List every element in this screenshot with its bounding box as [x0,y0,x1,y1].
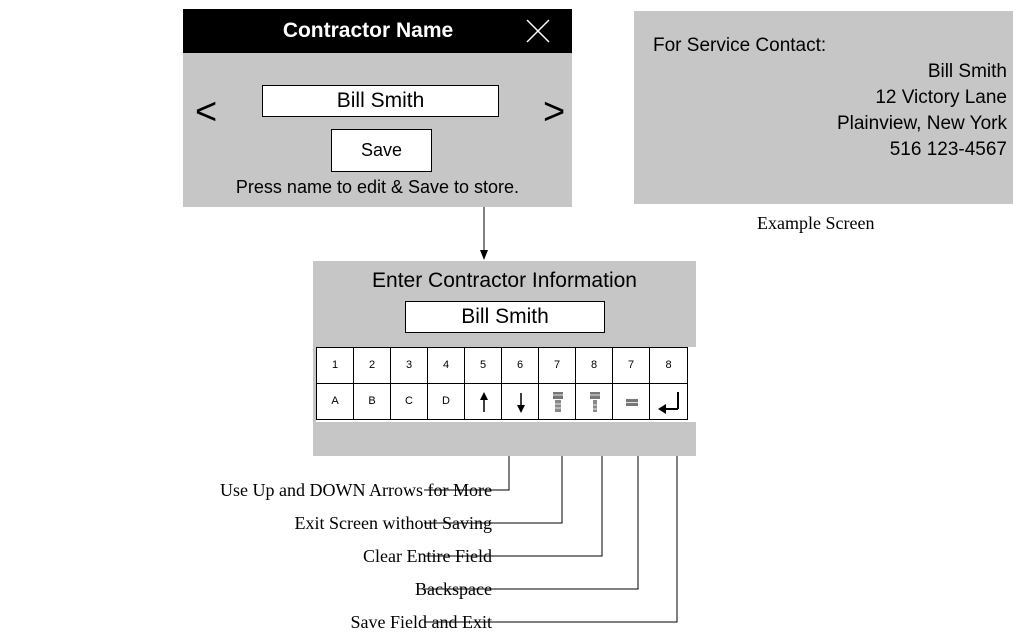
key-4[interactable]: 4 [427,347,465,384]
info-panel-title: Enter Contractor Information [372,269,637,292]
connector-arrowhead [480,250,488,260]
service-contact-panel: For Service Contact: Bill Smith 12 Victo… [634,11,1013,204]
contractor-name-panel: Contractor Name < Bill Smith > Save Pres… [183,9,572,207]
panel-header: Contractor Name [183,9,572,53]
key-c[interactable]: C [390,383,428,420]
key-backspace[interactable] [612,383,650,420]
key-6[interactable]: 6 [501,347,539,384]
key-a[interactable]: A [316,383,354,420]
keypad: 1 2 3 4 5 6 7 8 7 8 A B C D [316,347,696,422]
previous-arrow-button[interactable]: < [195,91,218,133]
enter-icon [658,392,679,414]
callout-up-down-arrows: Use Up and DOWN Arrows for More [220,480,492,500]
contact-city: Plainview, New York [836,113,1007,134]
example-screen-caption: Example Screen [757,213,875,233]
contractor-name-field[interactable]: Bill Smith [262,85,499,117]
key-enter[interactable] [649,383,688,420]
key-8[interactable]: 8 [575,347,613,384]
save-button[interactable]: Save [331,129,432,172]
clear-icon [590,392,600,412]
key-down[interactable] [501,383,539,420]
callout-exit-without-saving: Exit Screen without Saving [294,513,492,533]
key-3[interactable]: 3 [390,347,428,384]
key-1[interactable]: 1 [316,347,354,384]
key-7[interactable]: 7 [538,347,576,384]
panel-title: Contractor Name [282,19,454,42]
key-up[interactable] [464,383,502,420]
service-heading: For Service Contact: [653,35,827,56]
key-5[interactable]: 5 [464,347,502,384]
key-exit[interactable] [538,383,576,420]
callout-leader-1 [424,437,563,524]
down-arrow-icon [517,393,525,413]
key-clear[interactable] [575,383,613,420]
callout-save-and-exit: Save Field and Exit [350,612,492,632]
exit-icon [553,392,563,412]
callout-clear-field: Clear Entire Field [363,546,492,566]
key-2[interactable]: 2 [353,347,391,384]
callout-leader-4 [424,437,678,623]
backspace-icon [626,399,638,406]
close-icon[interactable] [523,16,553,46]
callout-leader-2 [424,437,603,557]
up-arrow-icon [480,392,488,412]
contact-street: 12 Victory Lane [875,87,1007,108]
key-d[interactable]: D [427,383,465,420]
next-arrow-button[interactable]: > [543,91,566,133]
key-7-second[interactable]: 7 [612,347,650,384]
callout-backspace: Backspace [415,579,492,599]
key-8-second[interactable]: 8 [649,347,688,384]
contractor-info-panel: Enter Contractor Information Bill Smith … [313,261,696,456]
contact-phone: 516 123-4567 [889,139,1007,160]
callout-leader-3 [424,437,639,590]
key-b[interactable]: B [353,383,391,420]
help-text: Press name to edit & Save to store. [235,177,520,197]
contractor-info-field[interactable]: Bill Smith [405,301,605,333]
contact-name: Bill Smith [927,61,1007,82]
